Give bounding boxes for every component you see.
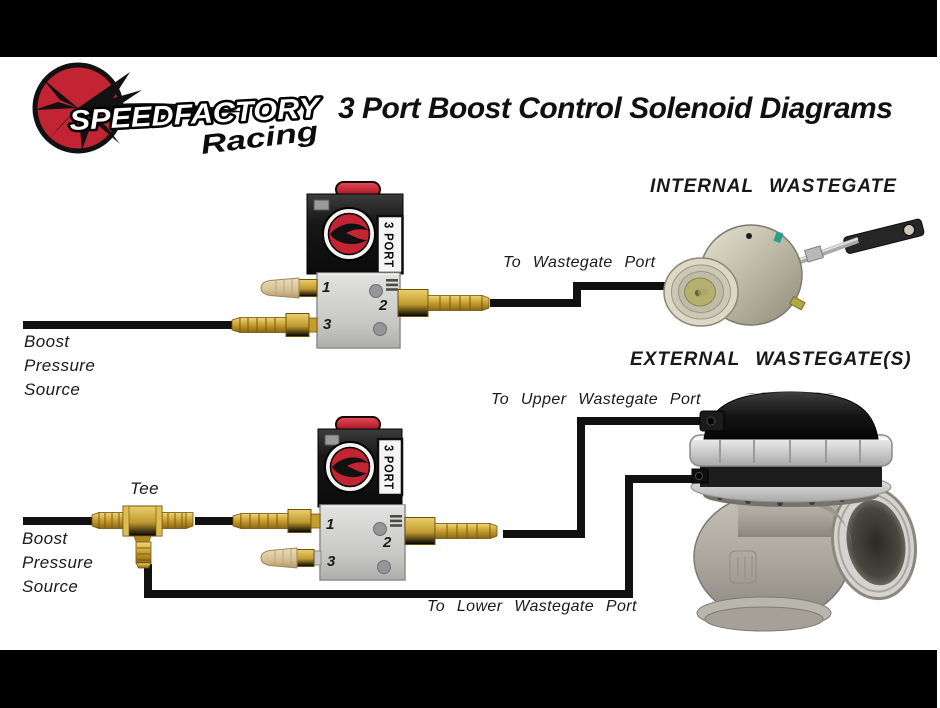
- boost-source-line2: Pressure: [24, 356, 96, 375]
- speedfactory-logo: SPEEDFACTORY Racing: [32, 62, 325, 160]
- tee-left-barb: [91, 511, 124, 530]
- wastegate-inlet-flange: [696, 596, 832, 632]
- bottom-letterbox-bar: [0, 650, 937, 708]
- tee-fitting: [91, 505, 194, 569]
- line-to-lower-wastegate-port: [144, 475, 700, 598]
- solenoid-valve-external: 3 PORT 1 2 3: [232, 416, 498, 581]
- external-wastegate-heading: EXTERNAL WASTEGATE(S): [630, 349, 912, 370]
- boost-source-line3: Source: [22, 577, 79, 596]
- solenoid-badge-text: 3 PORT: [382, 222, 397, 268]
- port-2-number: 2: [382, 534, 392, 551]
- top-letterbox-bar: [0, 0, 937, 57]
- boost-source-line1: Boost: [22, 529, 68, 548]
- solenoid-side-tab: [313, 199, 330, 211]
- tee-label: Tee: [130, 479, 159, 498]
- port-3-number: 3: [323, 316, 332, 333]
- wastegate-collar: [689, 434, 893, 467]
- solenoid-badge: 3 PORT: [376, 214, 404, 275]
- line-to-upper-wastegate-port: [503, 417, 716, 538]
- logo-rays: [34, 72, 245, 150]
- internal-wastegate-actuator: [663, 218, 925, 327]
- boost-source-label-top: Boost Pressure Source: [24, 330, 95, 402]
- line-to-wastegate-port: [490, 282, 666, 307]
- solenoid-logo-sticker: [324, 441, 376, 493]
- internal-wastegate-heading: INTERNAL WASTEGATE: [650, 176, 897, 197]
- actuator-canister: [663, 224, 806, 327]
- port-1-muffler: [260, 277, 318, 299]
- to-wastegate-port-label: To Wastegate Port: [503, 254, 656, 271]
- port-2-barb: [404, 517, 498, 545]
- port-3-number: 3: [327, 553, 336, 570]
- tee-body: [122, 505, 163, 545]
- solenoid-badge-text: 3 PORT: [382, 445, 397, 490]
- port-2-barb: [397, 289, 490, 317]
- wastegate-cap: [699, 391, 879, 440]
- boost-source-line3: Source: [24, 380, 81, 399]
- port-1-barb: [232, 509, 321, 533]
- tee-bottom-barb: [135, 541, 152, 569]
- tee-right-barb: [161, 512, 194, 530]
- port-3-muffler: [260, 547, 322, 569]
- port-2-number: 2: [378, 297, 388, 314]
- port-3-barb: [231, 313, 318, 337]
- wastegate-emboss-logo: [729, 550, 757, 584]
- solenoid-valve-block: 1 2 3: [316, 272, 401, 349]
- external-wastegate: [689, 391, 918, 632]
- port-1-number: 1: [322, 279, 330, 296]
- port-1-number: 1: [326, 516, 334, 533]
- to-upper-wastegate-port-label: To Upper Wastegate Port: [491, 391, 701, 408]
- solenoid-side-tab: [324, 434, 340, 446]
- actuator-arm: [843, 218, 925, 254]
- boost-source-label-bottom: Boost Pressure Source: [22, 527, 93, 599]
- to-lower-wastegate-port-label: To Lower Wastegate Port: [427, 598, 637, 615]
- page-title: 3 Port Boost Control Solenoid Diagrams: [338, 92, 893, 125]
- wastegate-outlet-flange: [830, 485, 918, 601]
- solenoid-logo-sticker: [322, 207, 376, 261]
- solenoid-valve-internal: 3 PORT 1 2 3: [231, 181, 490, 349]
- actuator-rod-nut: [804, 245, 824, 263]
- boost-source-line1: Boost: [24, 332, 70, 351]
- solenoid-valve-block: 1 2 3: [319, 504, 406, 581]
- boost-source-line2: Pressure: [22, 553, 94, 572]
- solenoid-badge: 3 PORT: [376, 437, 404, 497]
